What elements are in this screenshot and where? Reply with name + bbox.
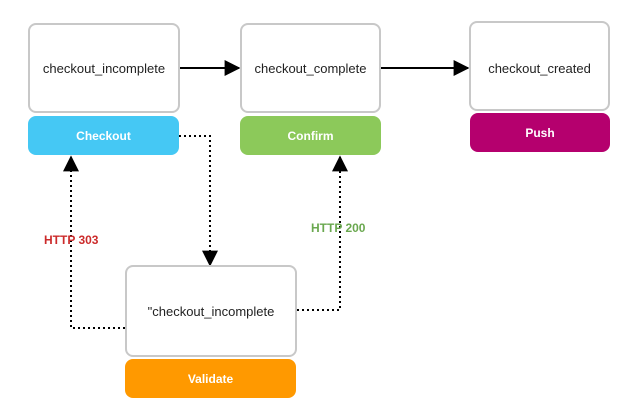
action-label: Push [525,125,555,140]
action-label: Validate [187,371,234,386]
edge-label-http-200: HTTP 200 [311,221,366,235]
state-checkout-incomplete: checkout_incomplete [28,23,180,113]
action-label: Checkout [76,128,131,143]
state-label: "checkout_incomplete [147,303,275,319]
action-label: Confirm [287,128,334,143]
arrow-checkout-to-validate [179,135,218,267]
arrow-validate-to-confirm [297,155,348,311]
state-label: checkout_incomplete [42,60,166,76]
state-checkout-complete: checkout_complete [240,23,381,113]
edge-label-http-303: HTTP 303 [44,233,99,247]
state-label: checkout_complete [254,60,367,76]
state-label: checkout_created [488,61,591,76]
action-push: Push [470,113,610,152]
state-checkout-created: checkout_created [469,21,610,111]
state-validating: "checkout_incomplete [125,265,297,357]
action-confirm: Confirm [240,116,381,155]
action-validate: Validate [125,359,296,398]
action-checkout: Checkout [28,116,179,155]
